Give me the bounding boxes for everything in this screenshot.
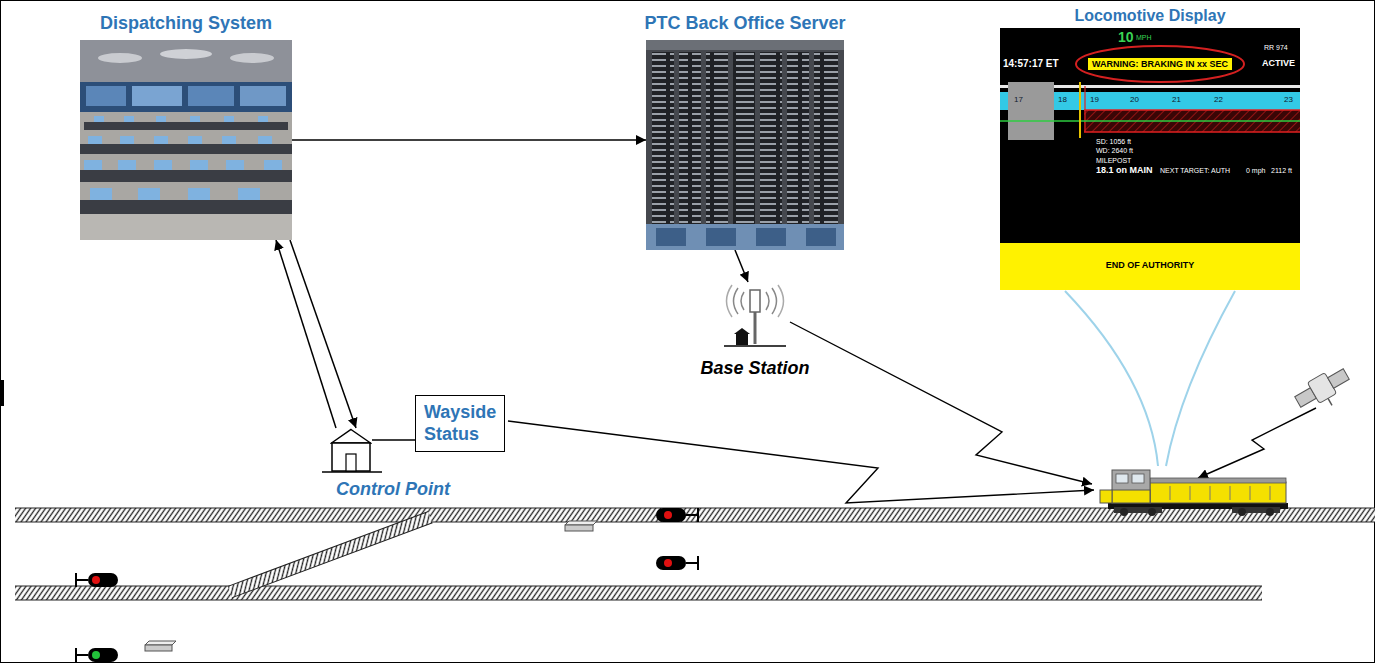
milepost-marker: 19	[1090, 95, 1099, 104]
node-label: PTC Back Office Server	[644, 13, 845, 34]
crossover-track	[228, 511, 433, 597]
node-label: Wayside Status	[424, 402, 496, 445]
server-rack-photo	[646, 40, 844, 250]
satellite	[1292, 364, 1356, 420]
control-point-building	[330, 428, 372, 472]
node-label: Control Point	[336, 479, 450, 500]
milepost-marker: 21	[1172, 95, 1181, 104]
signal-red	[656, 556, 698, 570]
display-link	[1065, 291, 1235, 466]
signal-red	[76, 573, 118, 587]
target-readout: NEXT TARGET: AUTH	[1160, 167, 1230, 175]
back-office-server-photo: PTC Back Office Server	[646, 40, 844, 250]
node-title: Locomotive Display	[1074, 7, 1225, 25]
node-label: Dispatching System	[100, 13, 272, 34]
connector-line	[372, 439, 415, 441]
signal-green	[76, 648, 118, 662]
status-readout: ACTIVE	[1262, 58, 1295, 68]
connector-arrow	[290, 240, 356, 428]
authority-banner: END OF AUTHORITY	[1000, 260, 1300, 270]
milepost-marker: 18	[1058, 95, 1067, 104]
base-station: Base Station	[722, 282, 788, 348]
target-speed: 0 mph	[1246, 167, 1265, 175]
edge-mark	[0, 380, 4, 406]
distance-readout: WD: 2640 ft	[1096, 147, 1133, 155]
node-label: Base Station	[700, 358, 809, 379]
speed-readout: 10	[1118, 29, 1134, 45]
dispatching-system-photo: Dispatching System	[80, 40, 292, 240]
position-label: MILEPOST	[1096, 157, 1131, 165]
speed-unit: MPH	[1136, 34, 1152, 42]
radio-link	[508, 322, 1316, 503]
train-id: RR 974	[1264, 44, 1288, 52]
position-readout: 18.1 on MAIN	[1096, 165, 1153, 175]
clock-readout: 14:57:17 ET	[1003, 58, 1059, 70]
control-room-photo	[80, 40, 292, 240]
connector-arrow	[276, 240, 336, 428]
milepost-marker: 23	[1284, 95, 1293, 104]
target-distance: 2112 ft	[1271, 167, 1292, 175]
connector-arrow	[735, 250, 748, 282]
connector-arrow	[292, 139, 646, 141]
track-upper	[15, 508, 1375, 522]
control-point: Control Point	[330, 428, 372, 472]
wayside-status-box: Wayside Status	[415, 395, 505, 452]
distance-readout: SD: 1056 ft	[1096, 138, 1131, 146]
locomotive-display: Locomotive Display10MPHRR 97414:57:17 ET…	[1000, 28, 1300, 290]
milepost-marker: 20	[1130, 95, 1139, 104]
base-station-tower	[722, 282, 788, 348]
switch-machine	[145, 521, 597, 651]
milepost-marker: 17	[1014, 95, 1023, 104]
warning-banner: WARNING: BRAKING IN xx SEC	[1088, 58, 1232, 70]
track-lower	[15, 586, 1262, 600]
locomotive	[1100, 470, 1288, 516]
signal-red	[656, 508, 698, 522]
milepost-marker: 22	[1214, 95, 1223, 104]
